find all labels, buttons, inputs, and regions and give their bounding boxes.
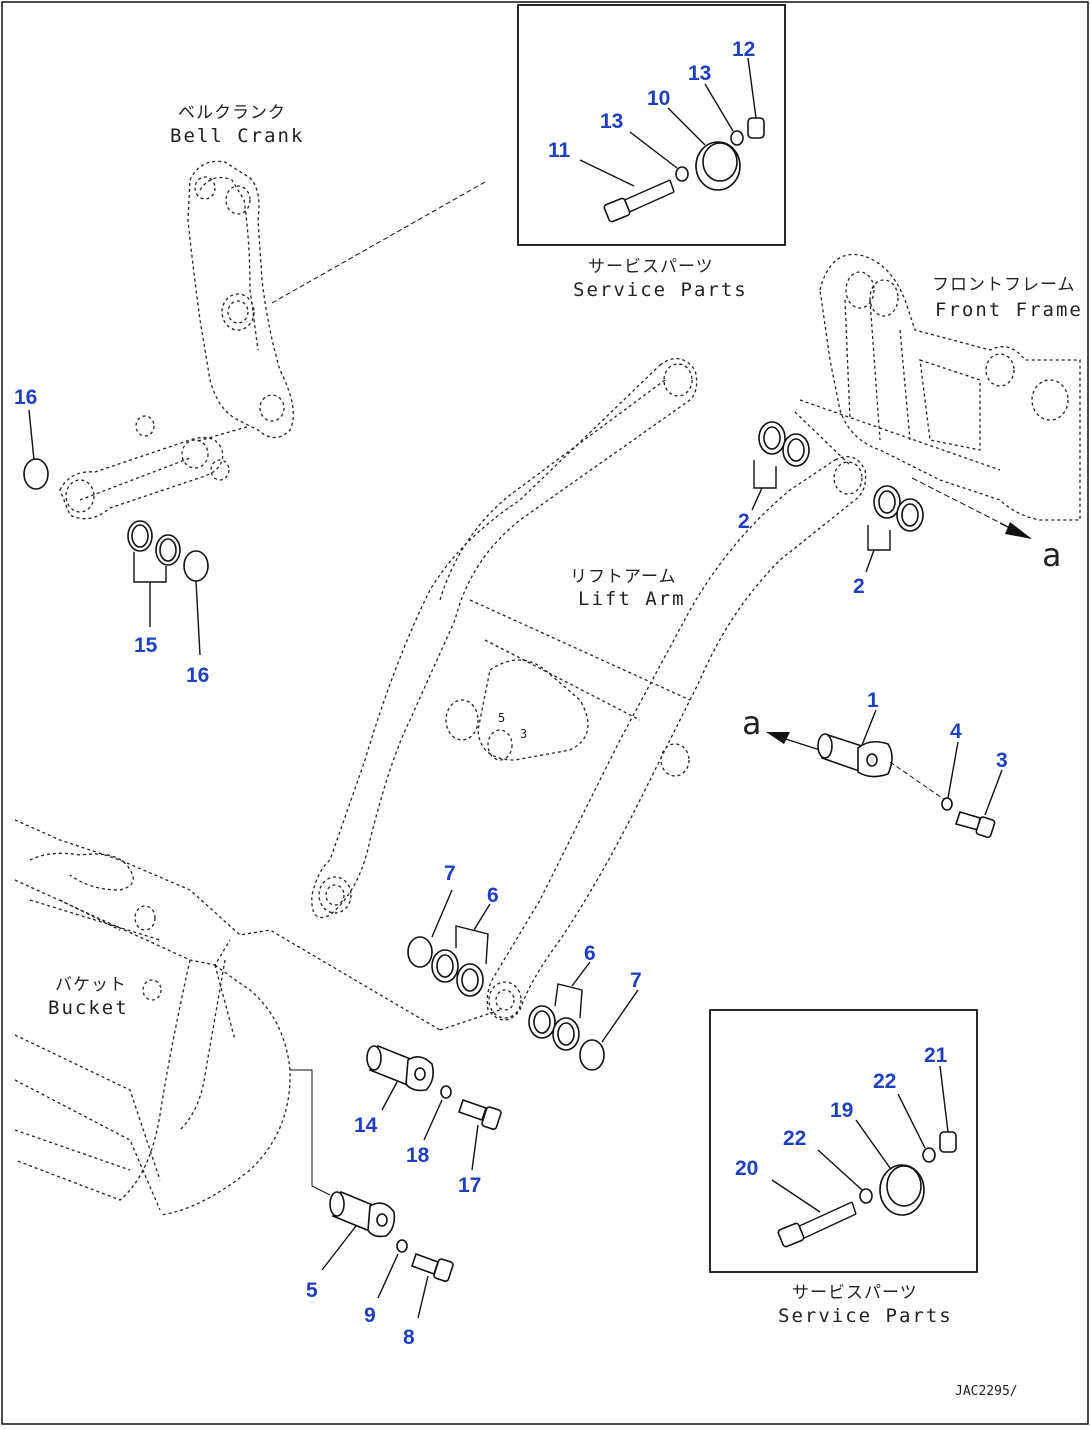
arrow-a-label-top: a bbox=[1042, 536, 1061, 574]
callout-13a: 13 bbox=[600, 110, 623, 133]
washer-18 bbox=[440, 1085, 452, 1099]
callout-7b: 7 bbox=[630, 969, 642, 992]
callout-14: 14 bbox=[354, 1114, 378, 1137]
service-parts-box-top bbox=[517, 4, 786, 246]
link-drawing bbox=[59, 415, 251, 520]
lift-arm-en: Lift Arm bbox=[578, 588, 686, 610]
front-frame-drawing bbox=[799, 253, 1081, 521]
bolt-20-drawing bbox=[777, 1201, 857, 1248]
callout-19: 19 bbox=[830, 1099, 853, 1122]
arrow-a-bottom bbox=[766, 732, 821, 751]
bolt-3-drawing bbox=[954, 811, 996, 839]
callout-3: 3 bbox=[996, 749, 1008, 772]
ring-16b bbox=[183, 550, 209, 582]
callout-6a: 6 bbox=[487, 884, 499, 907]
callout-4: 4 bbox=[950, 720, 962, 743]
callout-5: 5 bbox=[306, 1279, 318, 1302]
callout-7a: 7 bbox=[444, 862, 456, 885]
leader-service-to-bellcrank bbox=[271, 181, 486, 304]
ring-7a bbox=[407, 936, 433, 968]
callout-12: 12 bbox=[732, 38, 755, 61]
pin-5-drawing bbox=[329, 1190, 396, 1238]
callout-16b: 16 bbox=[186, 664, 209, 687]
bolt-17-drawing bbox=[457, 1098, 502, 1131]
nut-12 bbox=[747, 117, 765, 139]
callout-16a: 16 bbox=[14, 386, 37, 409]
callout-6b: 6 bbox=[584, 942, 596, 965]
callout-22a: 22 bbox=[783, 1127, 806, 1150]
plate-19-inner bbox=[886, 1165, 922, 1207]
callout-18: 18 bbox=[406, 1144, 430, 1167]
ring-16a bbox=[23, 458, 49, 490]
washer-22a bbox=[859, 1188, 873, 1204]
arm-mark-5: 5 bbox=[498, 711, 505, 725]
callout-9: 9 bbox=[364, 1304, 376, 1327]
lift-arm-jp: リフトアーム bbox=[570, 567, 676, 587]
washer-22b bbox=[922, 1147, 936, 1163]
service-parts-box-bottom bbox=[709, 1009, 978, 1273]
callout-2b: 2 bbox=[853, 575, 865, 598]
service-parts-en-top: Service Parts bbox=[573, 279, 748, 301]
plate-10-inner bbox=[702, 142, 738, 182]
washer-9 bbox=[396, 1239, 408, 1253]
arrow-a-label-bottom: a bbox=[742, 704, 761, 742]
callout-21: 21 bbox=[924, 1044, 948, 1067]
callout-22b: 22 bbox=[873, 1070, 896, 1093]
callout-1: 1 bbox=[867, 689, 879, 712]
service-parts-jp-top: サービスパーツ bbox=[588, 257, 714, 277]
nut-21 bbox=[939, 1131, 957, 1153]
ring-7b bbox=[579, 1039, 605, 1071]
bucket-jp: バケット bbox=[55, 975, 127, 995]
service-parts-jp-bottom: サービスパーツ bbox=[792, 1283, 918, 1303]
washer-4 bbox=[941, 797, 953, 811]
callout-8: 8 bbox=[403, 1326, 415, 1349]
lift-arm-drawing bbox=[311, 358, 867, 1031]
bell-crank-en: Bell Crank bbox=[170, 125, 304, 147]
callout-17: 17 bbox=[458, 1174, 481, 1197]
front-frame-jp: フロントフレーム bbox=[932, 275, 1076, 295]
callout-15: 15 bbox=[134, 634, 158, 657]
callout-2a: 2 bbox=[738, 510, 750, 533]
bell-crank-jp: ベルクランク bbox=[178, 103, 286, 123]
pin-14-drawing bbox=[366, 1044, 434, 1092]
callout-13b: 13 bbox=[688, 62, 711, 85]
bucket-en: Bucket bbox=[48, 997, 129, 1019]
bell-crank-drawing bbox=[187, 160, 294, 439]
front-frame-en: Front Frame bbox=[935, 299, 1083, 321]
service-parts-en-bottom: Service Parts bbox=[778, 1305, 953, 1327]
callout-20: 20 bbox=[735, 1157, 758, 1180]
callout-11: 11 bbox=[548, 139, 571, 162]
bolt-8-drawing bbox=[410, 1252, 454, 1283]
arm-mark-3: 3 bbox=[520, 727, 527, 741]
washer-13a bbox=[675, 166, 689, 182]
leader-bucket-to-pin5 bbox=[290, 1069, 331, 1196]
callout-10: 10 bbox=[647, 87, 670, 110]
bucket-drawing bbox=[14, 819, 441, 1216]
pin-1-drawing bbox=[817, 733, 946, 801]
arrow-a-top bbox=[911, 477, 1032, 539]
bolt-11-drawing bbox=[603, 179, 675, 223]
figure-code: JAC2295/ bbox=[955, 1384, 1018, 1399]
washer-13b bbox=[730, 130, 744, 146]
